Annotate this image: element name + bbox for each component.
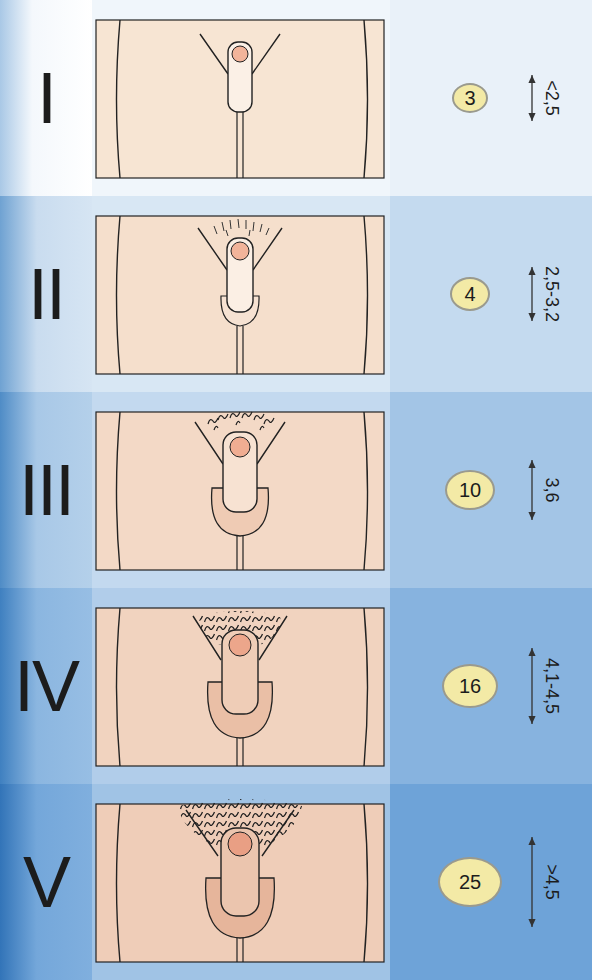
- oval-number: 3: [464, 88, 475, 108]
- oval-number: 16: [459, 676, 481, 696]
- stage-numeral: IV: [14, 650, 78, 722]
- stage-numeral: V: [23, 846, 69, 918]
- stage-numeral: II: [28, 258, 64, 330]
- oval-number: 10: [459, 480, 481, 500]
- oval-number: 25: [459, 872, 481, 892]
- stage-numeral: I: [37, 62, 55, 134]
- stage-oval: 25: [438, 857, 502, 907]
- size-dimension: >4,5: [543, 864, 561, 900]
- stage-oval: 16: [442, 664, 498, 708]
- size-dimension: 3,6: [543, 477, 561, 502]
- size-dimension: 4,1-4,5: [543, 658, 561, 714]
- stage-oval: 10: [445, 470, 495, 510]
- size-dimension: <2,5: [543, 80, 561, 116]
- oval-number: 4: [464, 284, 475, 304]
- stage-numeral: III: [19, 454, 73, 526]
- size-dimension: 2,5-3,2: [543, 266, 561, 322]
- stage-oval: 3: [452, 83, 488, 113]
- stage-oval: 4: [450, 277, 490, 311]
